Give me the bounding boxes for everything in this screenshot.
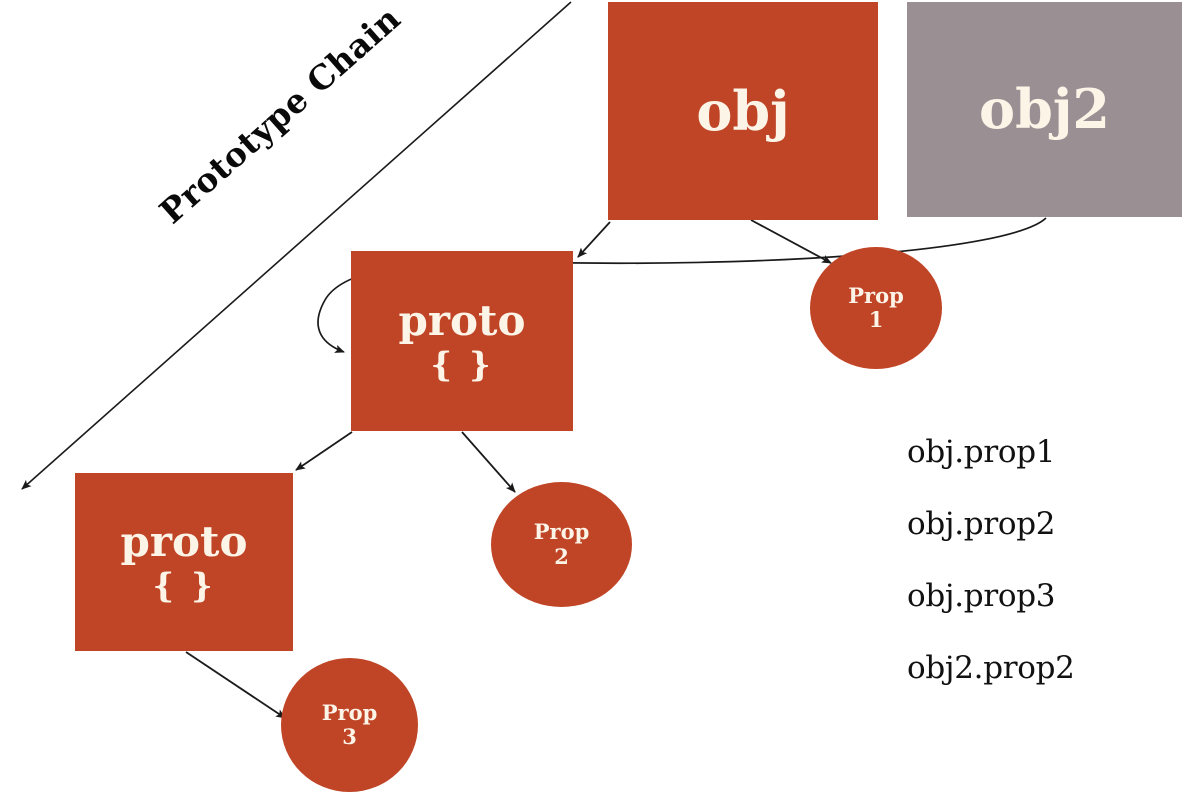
node-proto-first[interactable]: proto { } <box>351 251 573 431</box>
arrow-proto1-to-proto2 <box>295 431 353 471</box>
expression-item: obj.prop2 <box>907 506 1056 542</box>
node-prop2-number: 2 <box>554 543 569 569</box>
node-prop3-number: 3 <box>342 724 357 749</box>
node-prop2-label: Prop <box>533 519 590 545</box>
node-prop3[interactable]: Prop 3 <box>281 658 418 792</box>
expression-item: obj.prop1 <box>907 434 1056 470</box>
node-prop1-number: 1 <box>868 307 884 332</box>
node-obj-label: obj <box>696 78 790 143</box>
node-proto-second-label: proto <box>120 517 248 567</box>
node-obj[interactable]: obj <box>608 2 878 220</box>
prototype-chain-label: Prototype Chain <box>152 0 408 232</box>
arrow-proto1-to-prop2 <box>461 431 516 493</box>
node-proto-second[interactable]: proto { } <box>75 473 293 651</box>
expression-item: obj2.prop2 <box>907 650 1075 686</box>
expression-item: obj.prop3 <box>907 578 1056 614</box>
node-prop1[interactable]: Prop 1 <box>810 247 942 369</box>
node-proto-first-braces: { } <box>430 344 494 385</box>
node-prop1-label: Prop <box>848 282 904 308</box>
arrow-proto2-to-prop3 <box>185 651 286 719</box>
node-proto-first-label: proto <box>398 296 526 346</box>
expression-list: obj.prop1 obj.prop2 obj.prop3 obj2.prop2 <box>907 434 1075 686</box>
node-obj2[interactable]: obj2 <box>907 2 1182 217</box>
node-prop2[interactable]: Prop 2 <box>491 482 632 607</box>
arrow-obj-to-proto1 <box>577 221 611 258</box>
arrow-obj-to-prop1 <box>750 219 832 264</box>
node-prop3-label: Prop <box>321 699 378 725</box>
node-obj2-label: obj2 <box>979 77 1110 142</box>
node-proto-second-braces: { } <box>152 565 216 606</box>
